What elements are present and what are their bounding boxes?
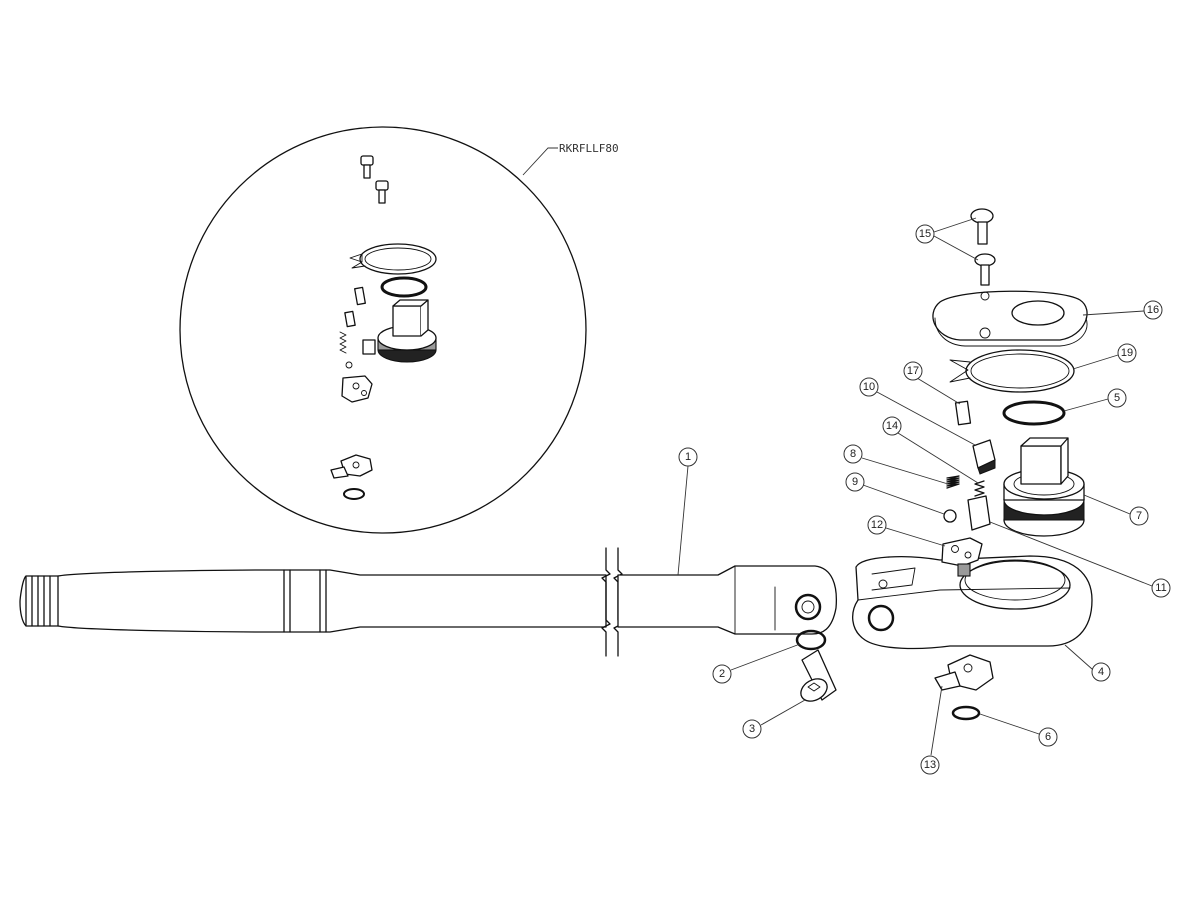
part-8-spring (946, 475, 960, 489)
kit-screws (360, 155, 389, 204)
svg-text:12: 12 (871, 519, 883, 531)
callout-8: 8 (843, 444, 863, 464)
svg-text:11: 11 (1155, 582, 1166, 594)
svg-text:5: 5 (1114, 392, 1120, 404)
svg-text:19: 19 (1121, 347, 1133, 359)
callout-14: 14 (882, 416, 902, 436)
wrench-handle (19, 547, 838, 657)
callout-12: 12 (867, 515, 887, 535)
part-9-ball (943, 509, 957, 523)
callout-5: 5 (1107, 388, 1127, 408)
callout-6: 6 (1038, 727, 1058, 747)
svg-text:16: 16 (1147, 304, 1159, 316)
svg-text:6: 6 (1045, 731, 1051, 743)
kit-pawl (341, 375, 373, 403)
part-15-screws (970, 208, 996, 286)
kit-small-parts (339, 286, 376, 369)
kit-gear-drive (377, 299, 437, 363)
kit-ring (380, 276, 428, 298)
callout-11: 11 (1151, 578, 1171, 598)
callouts: 1 2 3 4 5 6 7 8 9 10 11 12 13 (677, 217, 1171, 775)
callout-4: 4 (1091, 662, 1111, 682)
part-12-pawl (941, 537, 983, 577)
part-19-spring-clip (949, 349, 1075, 393)
part-3-pin (800, 649, 837, 702)
kit-detail-circle (179, 126, 587, 534)
kit-label: RKRFLLF80 (559, 142, 619, 155)
part-11-plate (967, 495, 991, 531)
part-5-ring (1002, 400, 1066, 426)
kit-label-leader (522, 147, 558, 176)
kit-detail-view: RKRFLLF80 (179, 126, 619, 534)
callout-10: 10 (859, 377, 879, 397)
part-14-spring (974, 480, 985, 497)
svg-text:17: 17 (907, 365, 919, 377)
svg-text:10: 10 (863, 381, 875, 393)
part-13-selector (934, 654, 994, 691)
callout-15: 15 (915, 224, 935, 244)
handle-head (617, 565, 838, 635)
svg-text:2: 2 (719, 668, 725, 680)
callout-7: 7 (1129, 506, 1149, 526)
svg-text:14: 14 (886, 420, 898, 432)
kit-selector (330, 454, 373, 479)
part-2-washer (795, 629, 827, 651)
callout-13: 13 (920, 755, 940, 775)
part-10-block (972, 439, 996, 475)
callout-9: 9 (845, 472, 865, 492)
grip-bands (25, 569, 327, 633)
svg-text:1: 1 (685, 451, 691, 463)
break-symbol-left (601, 547, 611, 657)
callout-16: 16 (1143, 300, 1163, 320)
callout-2: 2 (712, 664, 732, 684)
svg-text:3: 3 (749, 723, 755, 735)
callout-17: 17 (903, 361, 923, 381)
kit-spring-clip (349, 243, 437, 275)
handle-outline (19, 569, 607, 633)
part-17-plate (954, 400, 972, 426)
handle-pivot-hole (794, 593, 822, 621)
svg-text:4: 4 (1098, 666, 1104, 678)
part-16-cover-plate (932, 290, 1088, 347)
callout-1: 1 (678, 447, 698, 467)
part-4-ratchet-head (852, 555, 1093, 650)
callout-3: 3 (742, 719, 762, 739)
svg-text:9: 9 (852, 476, 858, 488)
part-4-pivot-hole (867, 604, 895, 632)
part-6-o-ring (951, 705, 981, 721)
kit-o-ring (343, 488, 365, 500)
callout-19: 19 (1117, 343, 1137, 363)
part-7-drive-gear (1003, 437, 1085, 537)
svg-text:8: 8 (850, 448, 856, 460)
svg-text:13: 13 (924, 759, 936, 771)
svg-text:7: 7 (1136, 510, 1142, 522)
svg-text:15: 15 (919, 228, 931, 240)
